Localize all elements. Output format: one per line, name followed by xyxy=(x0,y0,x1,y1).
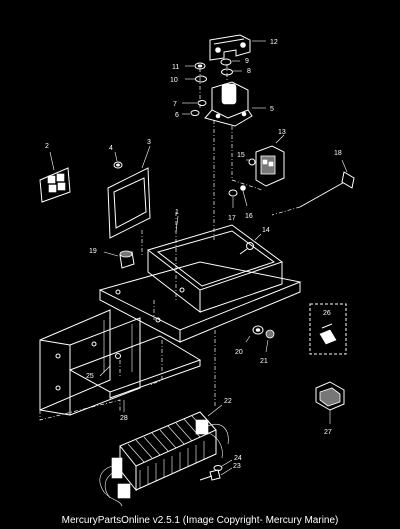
part-23-bolt[interactable] xyxy=(199,467,233,481)
callout-19: 19 xyxy=(89,248,97,255)
callout-2: 2 xyxy=(45,143,49,150)
part-19-spacer[interactable] xyxy=(103,250,135,269)
callout-28: 28 xyxy=(120,415,128,422)
part-2-decal[interactable] xyxy=(39,151,71,203)
part-24-washer[interactable] xyxy=(213,459,233,471)
part-9-nut[interactable] xyxy=(220,58,240,66)
part-5-solenoid[interactable] xyxy=(204,81,266,127)
callout-10: 10 xyxy=(170,77,178,84)
part-18-long-bolt[interactable] xyxy=(299,159,355,208)
part-10-washer[interactable] xyxy=(185,75,207,83)
part-26-fuse[interactable] xyxy=(309,303,347,355)
part-7-nut[interactable] xyxy=(182,100,207,106)
part-21-nut[interactable] xyxy=(265,329,275,353)
callout-12: 12 xyxy=(270,39,278,46)
callout-5: 5 xyxy=(270,106,274,113)
part-25-leader xyxy=(99,365,111,377)
part-6-washer[interactable] xyxy=(182,110,200,116)
callout-14: 14 xyxy=(262,227,270,234)
callout-3: 3 xyxy=(147,139,151,146)
callout-17: 17 xyxy=(228,215,236,222)
part-22-regulator[interactable] xyxy=(99,404,229,507)
part-16-nut[interactable] xyxy=(240,185,248,207)
callout-27: 27 xyxy=(324,429,332,436)
image-copyright-caption: MercuryPartsOnline v2.5.1 (Image Copyrig… xyxy=(61,515,339,526)
callout-24: 24 xyxy=(234,455,242,462)
part-27-connector[interactable] xyxy=(315,381,345,424)
part-20-washer[interactable] xyxy=(245,325,264,343)
callout-11: 11 xyxy=(172,64,179,71)
callout-18: 18 xyxy=(334,150,342,157)
callout-13: 13 xyxy=(278,129,286,136)
part-4-grommet[interactable] xyxy=(113,151,123,169)
callout-26: 26 xyxy=(323,310,331,317)
part-8-washer[interactable] xyxy=(221,68,243,76)
callout-8: 8 xyxy=(247,68,251,75)
part-3-cover[interactable] xyxy=(107,145,151,239)
callout-23: 23 xyxy=(233,463,241,470)
part-11-nut[interactable] xyxy=(185,62,206,70)
callout-9: 9 xyxy=(245,58,249,65)
callout-4: 4 xyxy=(109,145,113,152)
callout-16: 16 xyxy=(245,213,253,220)
callout-7: 7 xyxy=(173,101,177,108)
callout-20: 20 xyxy=(235,349,243,356)
part-15-screw[interactable] xyxy=(246,158,256,166)
mounting-tray[interactable] xyxy=(39,224,302,416)
callout-15: 15 xyxy=(237,152,245,159)
part-17-washer[interactable] xyxy=(228,189,238,208)
part-1-leader xyxy=(175,215,179,233)
callout-6: 6 xyxy=(175,112,179,119)
part-14-screw[interactable] xyxy=(239,233,262,255)
part-13-relay[interactable] xyxy=(255,134,285,187)
callout-21: 21 xyxy=(260,358,268,365)
callout-25: 25 xyxy=(86,373,94,380)
callout-1: 1 xyxy=(175,209,179,216)
callout-22: 22 xyxy=(224,398,232,405)
part-12-clamp-bracket[interactable] xyxy=(209,34,266,61)
